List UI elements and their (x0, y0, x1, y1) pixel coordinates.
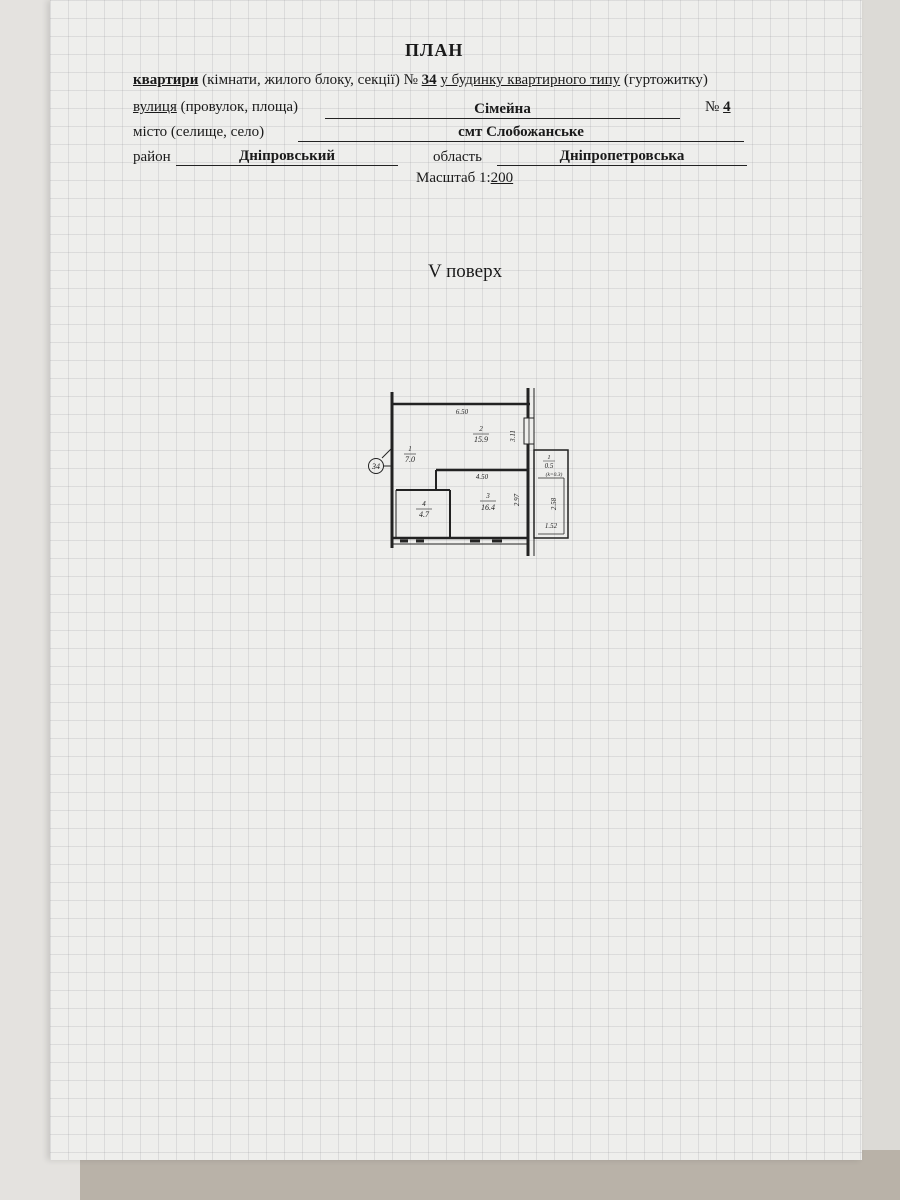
building-type: у будинку квартирного типу (440, 72, 621, 88)
balcony-number: 1 (547, 454, 550, 461)
dim-balcony-height: 2.58 (550, 497, 558, 510)
scale: Масштаб 1:200 (416, 170, 514, 186)
balcony-area: 0.5 (545, 462, 554, 470)
dim-top-width: 6.50 (456, 408, 469, 416)
apartment-line: квартири (кімнати, жилого блоку, секції)… (133, 72, 708, 89)
street-value: Сімейна (325, 100, 680, 119)
dormitory-note: (гуртожитку) (623, 72, 708, 88)
region-value: Дніпропетровська (497, 147, 747, 166)
document-sheet: ПЛАН квартири (кімнати, жилого блоку, се… (50, 0, 862, 1160)
room-4-area: 4.7 (419, 510, 430, 519)
apartment-number: 34 (421, 72, 437, 88)
room-4-number: 4 (422, 500, 426, 508)
balcony (533, 449, 569, 539)
floor-label: V поверх (428, 261, 503, 282)
document-title: ПЛАН (405, 40, 464, 60)
underlying-page-right (860, 0, 900, 1150)
room-1-number: 1 (408, 445, 412, 453)
region-label: область (433, 149, 482, 165)
house-number: № 4 (705, 99, 731, 115)
dim-inner-height: 2.97 (513, 493, 521, 506)
apartment-marker-circle (368, 458, 384, 474)
dim-right-height: 3.11 (509, 430, 517, 443)
room-1-area: 7.0 (405, 455, 415, 464)
street-label: вулиця (провулок, площа) (133, 99, 299, 115)
floor-plan: 34 6.50 4.50 3.11 2.97 2.58 1.52 1 7.0 2… (368, 388, 569, 556)
room-3-area: 16.4 (481, 503, 495, 512)
apartment-number-label: № (403, 72, 418, 88)
apartment-word: квартири (133, 72, 199, 88)
dim-mid-width: 4.50 (476, 473, 489, 481)
balcony-coef: (k=0.3) (546, 471, 563, 478)
district-value: Дніпровський (176, 147, 398, 166)
room-3-number: 3 (485, 492, 490, 500)
entry-door (381, 447, 393, 459)
room-2-number: 2 (479, 425, 483, 433)
room-2-area: 15.9 (474, 435, 488, 444)
apartment-marker: 34 (371, 462, 380, 471)
city-label: місто (селище, село) (133, 124, 265, 140)
apartment-rest: (кімнати, жилого блоку, секції) (202, 72, 400, 88)
city-value: смт Слобожанське (298, 123, 744, 142)
district-label: район (133, 149, 171, 165)
dim-balcony-width: 1.52 (545, 522, 558, 530)
